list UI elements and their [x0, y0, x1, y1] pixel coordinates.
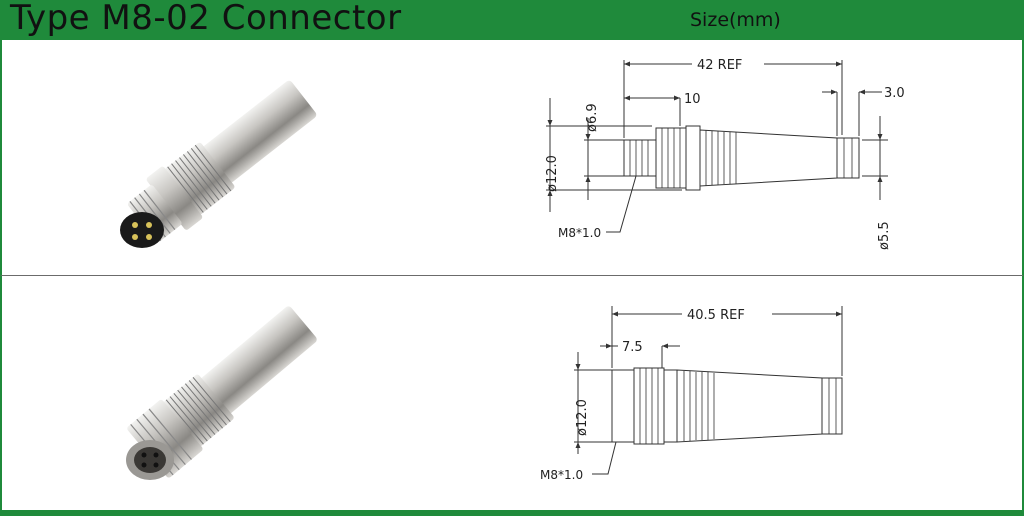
male-pin-diameter: ø6.9: [585, 103, 600, 132]
female-connector-row: 40.5 REF 7.5 ø12.0 M8*1.0: [0, 276, 1024, 516]
header-bar: Type M8-02 Connector Size(mm): [0, 0, 1024, 40]
male-body-diameter: ø12.0: [545, 155, 560, 192]
female-body-diameter: ø12.0: [575, 399, 590, 436]
male-length-dim: 42 REF: [697, 58, 742, 73]
male-end-dim: 3.0: [884, 86, 905, 101]
female-dimension-drawing: 40.5 REF 7.5 ø12.0 M8*1.0: [540, 306, 843, 482]
female-nut-dim: 7.5: [622, 340, 643, 355]
male-thread-label: M8*1.0: [558, 226, 601, 240]
male-dimension-drawing: 42 REF 10 3.0 ø6.9 ø12.0 ø5.5 M8*1.0: [545, 58, 905, 250]
male-nut-dim: 10: [684, 92, 701, 107]
female-connector-photo: [126, 306, 317, 480]
female-thread-label: M8*1.0: [540, 468, 583, 482]
male-connector-row: 42 REF 10 3.0 ø6.9 ø12.0 ø5.5 M8*1.0: [0, 40, 1024, 276]
page-title: Type M8-02 Connector: [10, 0, 402, 38]
female-length-dim: 40.5 REF: [687, 308, 745, 323]
male-cable-diameter: ø5.5: [877, 221, 892, 250]
male-connector-photo: [120, 80, 317, 248]
size-label: Size(mm): [690, 9, 781, 31]
